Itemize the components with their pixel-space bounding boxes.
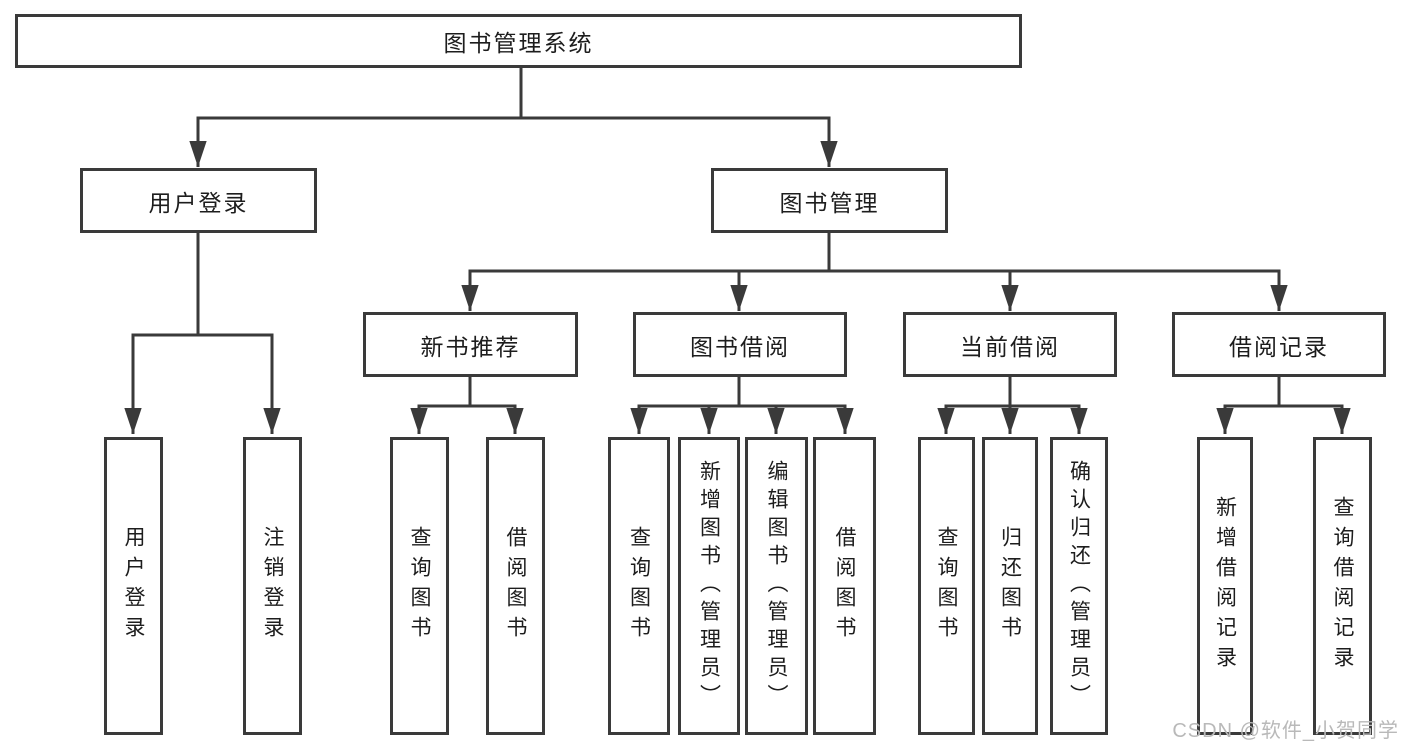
connector-current-borrowing: [944, 377, 1081, 434]
connector-user-login: [131, 233, 274, 434]
leaf-rec-query-books: 查询图书: [390, 437, 449, 735]
connector-new-book-rec: [417, 377, 517, 434]
leaf-cur-return-books: 归还图书: [982, 437, 1038, 735]
leaf-bor-query-books: 查询图书: [608, 437, 670, 735]
leaf-rec-borrow-books: 借阅图书: [486, 437, 545, 735]
leaf-add-borrow-record: 新增借阅记录: [1197, 437, 1253, 735]
node-current-borrowing: 当前借阅: [903, 312, 1117, 377]
leaf-bor-borrow-books: 借阅图书: [813, 437, 876, 735]
node-borrowing-records: 借阅记录: [1172, 312, 1386, 377]
leaf-cur-query-books: 查询图书: [918, 437, 975, 735]
leaf-bor-add-books-admin: 新增图书（管理员）: [678, 437, 740, 735]
node-user-login: 用户登录: [80, 168, 317, 233]
leaf-user-login: 用户登录: [104, 437, 163, 735]
leaf-logout-login: 注销登录: [243, 437, 302, 735]
node-book-borrowing: 图书借阅: [633, 312, 847, 377]
node-book-management: 图书管理: [711, 168, 948, 233]
leaf-query-borrow-record: 查询借阅记录: [1313, 437, 1372, 735]
csdn-watermark: CSDN @软件_小贺同学: [1172, 720, 1399, 742]
connector-book-management: [468, 233, 1281, 311]
connector-book-borrowing: [637, 377, 847, 434]
connector-root: [196, 68, 831, 167]
connector-borrowing-records: [1223, 377, 1344, 434]
leaf-bor-edit-books-admin: 编辑图书（管理员）: [745, 437, 808, 735]
leaf-cur-confirm-return-admin: 确认归还（管理员）: [1050, 437, 1108, 735]
node-new-book-recommendation: 新书推荐: [363, 312, 578, 377]
node-library-management-system: 图书管理系统: [15, 14, 1022, 68]
